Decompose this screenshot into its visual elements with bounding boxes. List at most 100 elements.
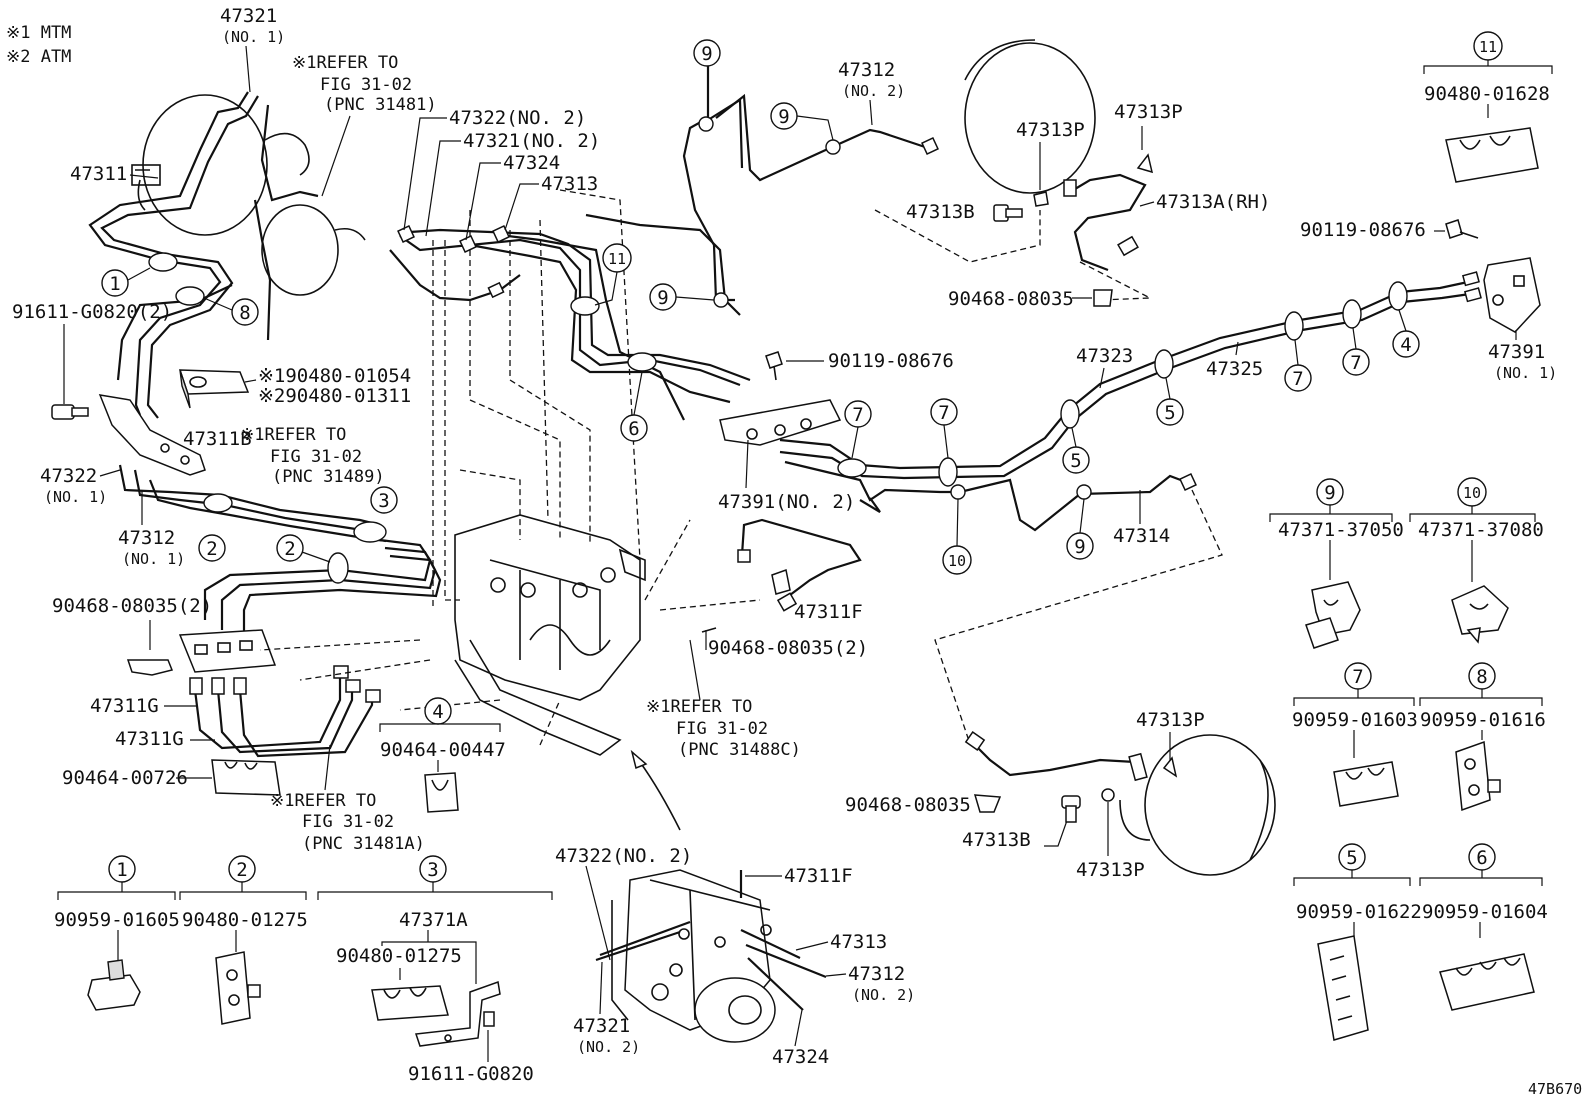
abs-detail-tubes [595,870,827,1011]
label-47321-no1-sub: (NO. 1) [222,28,285,46]
refer-note-a-line1: ※1REFER TO [292,53,398,73]
bolt-47313b-top [993,204,1023,222]
svg-text:8: 8 [239,302,250,324]
svg-text:6: 6 [1476,847,1487,869]
clamp-47371-37080 [1451,585,1509,644]
callout-6: 6 [620,371,648,442]
dashed-guides-fr [874,209,1153,301]
label-47312-no1-sub: (NO. 1) [122,550,185,568]
svg-text:7: 7 [1292,368,1303,390]
refer-note-b-line3: (PNC 31489) [272,467,385,487]
legend-atm: ※2 ATM [6,47,71,67]
label-47322-no2-bottom: 47322(NO. 2) [555,845,692,867]
callout-5-a: 5 [1062,427,1090,474]
label-91611-g0820-x2: 91611-G0820(2) [12,301,172,323]
callout-4-lower: 4 [424,697,452,725]
key-3: 3 [317,855,553,900]
tube-47311f [737,518,862,612]
clip-47311f [771,569,791,595]
front-right-disc [964,39,1096,194]
svg-text:1: 1 [109,273,120,295]
clamp-90464-00726 [211,759,281,796]
label-47323: 47323 [1076,345,1133,367]
label-47311f-mid: 47311F [794,601,863,623]
svg-text:4: 4 [432,701,443,723]
callout-10-mid: 10 [942,498,972,575]
refer-note-d-line2: FIG 31-02 [676,719,768,739]
svg-text:7: 7 [938,402,949,424]
label-47312-no2-bottom-sub: (NO. 2) [852,986,915,1004]
svg-text:10: 10 [948,552,966,570]
label-90468-08035-x2-mid: 90468-08035(2) [708,637,868,659]
svg-text:7: 7 [852,404,863,426]
label-90480-01628: 90480-01628 [1424,83,1550,105]
label-47312-no1: 47312 [118,527,175,549]
label-47313p-b: 47313P [1114,101,1183,123]
label-90464-00726: 90464-00726 [62,767,188,789]
bracket-47391-no2 [719,399,842,446]
key-9: 9 [1269,478,1393,522]
svg-text:11: 11 [1479,38,1497,56]
callout-3-left: 3 [370,486,398,514]
svg-text:3: 3 [427,859,438,881]
clamp-90959-01605 [87,959,141,1011]
label-90119-08676-mid: 90119-08676 [828,350,954,372]
svg-text:11: 11 [608,250,626,268]
refer-note-b-line1: ※1REFER TO [240,425,346,445]
hose-47313a [1063,173,1147,272]
tube-47312-no2 [682,66,939,308]
figure-code: 47B670 [1528,1080,1582,1098]
label-47391-no1: 47391 [1488,341,1545,363]
label-91611-g0820-bottom: 91611-G0820 [408,1063,534,1085]
label-90119-08676-right: 90119-08676 [1300,219,1426,241]
svg-text:3: 3 [378,490,389,512]
svg-text:9: 9 [701,43,712,65]
label-47312-no2-bottom: 47312 [848,963,905,985]
label-47325: 47325 [1206,358,1263,380]
note-90480-01054: ※190480-01054 [258,365,411,387]
svg-text:5: 5 [1070,450,1081,472]
label-47313p-a: 47313P [1016,119,1085,141]
callout-7-c: 7 [1284,339,1312,392]
bolt-90468-mid [701,627,717,633]
label-47312-no2-top: 47312 [838,59,895,81]
callout-9-mid: 9 [770,102,834,141]
label-90480-01275-b: 90480-01275 [336,945,462,967]
label-90959-01616: 90959-01616 [1420,709,1546,731]
rear-tubes-47323-47325 [779,271,1482,487]
front-brake-tubes [118,464,442,638]
label-47321-no1: 47321 [220,5,277,27]
refer-note-d-line3: (PNC 31488C) [678,740,801,760]
callout-7-b: 7 [930,398,958,459]
key-6: 6 [1419,843,1543,886]
svg-text:2: 2 [284,538,295,560]
bolt-47313b-lower [1061,795,1081,823]
label-90480-01275-a: 90480-01275 [182,909,308,931]
clip-90468-top [1093,289,1113,307]
callout-2-left-b: 2 [276,534,331,563]
clamp-90959-01616 [1455,740,1501,812]
label-90959-01622: 90959-01622 [1296,901,1422,923]
label-90468-08035-lower: 90468-08035 [845,794,971,816]
label-47313-bottom: 47313 [830,931,887,953]
key-1: 1 [57,855,176,900]
clamp-47371a [371,980,501,1047]
clip-icon [126,659,174,676]
rear-hose [964,731,1148,782]
svg-text:7: 7 [1352,666,1363,688]
label-47371a: 47371A [399,909,468,931]
svg-text:1: 1 [116,859,127,881]
label-47311g-a: 47311G [90,695,159,717]
label-47321-no2-bottom-sub: (NO. 2) [577,1038,640,1056]
callout-7-a: 7 [844,400,872,459]
abs-actuator-center [454,514,646,756]
svg-text:5: 5 [1346,847,1357,869]
key-2: 2 [179,855,307,900]
svg-text:6: 6 [628,418,639,440]
dashed-guides-center [259,189,761,746]
svg-text:7: 7 [1350,352,1361,374]
clamp-90480-01628 [1445,127,1539,183]
label-90959-01603: 90959-01603 [1292,709,1418,731]
callout-7-d: 7 [1342,327,1370,376]
label-47371-37050: 47371-37050 [1278,519,1404,541]
